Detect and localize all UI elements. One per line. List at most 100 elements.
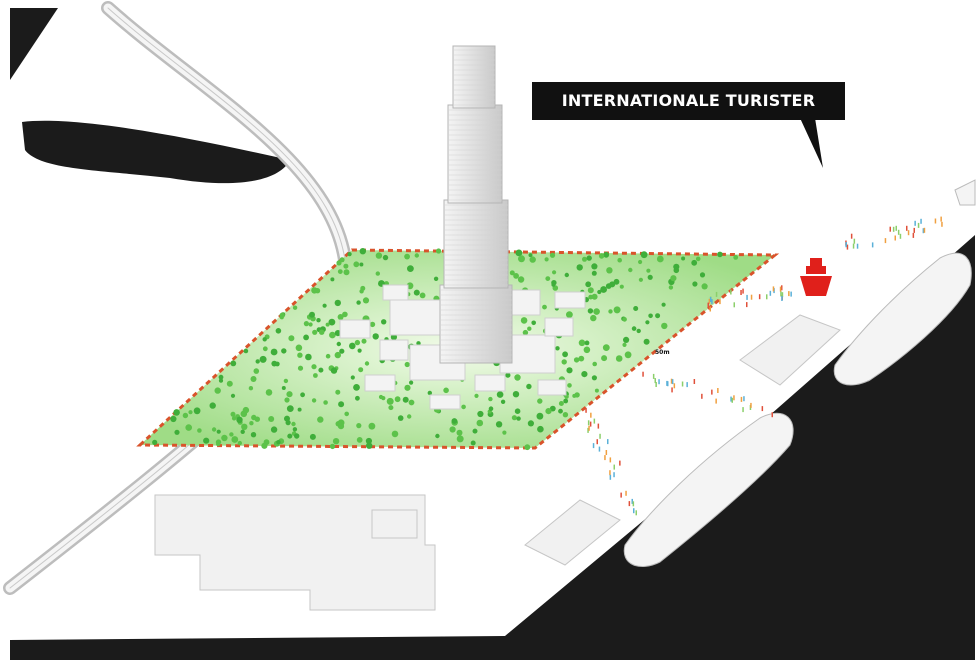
tree (413, 289, 420, 296)
pedestrian (889, 226, 891, 232)
tree (526, 383, 532, 390)
tree (515, 249, 523, 257)
tree (564, 394, 569, 399)
tree (619, 284, 624, 289)
tree (512, 391, 520, 398)
tree (517, 276, 525, 283)
tree (372, 333, 379, 340)
tree (182, 412, 189, 419)
pedestrian (742, 407, 744, 413)
pedestrian (899, 233, 902, 239)
pedestrian (604, 455, 606, 461)
pedestrian (717, 388, 719, 393)
pedestrian (941, 221, 943, 227)
pedestrians (585, 216, 943, 516)
tree (584, 340, 590, 346)
tree (354, 339, 361, 346)
tree (531, 320, 536, 326)
pedestrian (790, 291, 792, 297)
tree (591, 263, 598, 270)
tree (567, 383, 572, 388)
tree (311, 398, 317, 403)
tree (624, 351, 632, 359)
pedestrian (673, 383, 676, 389)
pedestrian (585, 407, 587, 413)
tree (514, 374, 521, 381)
tree (561, 359, 567, 365)
tree (673, 267, 680, 274)
pedestrian (609, 457, 612, 463)
tree (511, 415, 517, 421)
pedestrian (746, 294, 748, 300)
tree (407, 265, 414, 272)
tree (524, 444, 531, 451)
tree (646, 268, 651, 273)
tree (249, 421, 254, 426)
pedestrian (598, 446, 601, 452)
tree (562, 351, 568, 358)
tree (355, 395, 360, 401)
tree (339, 257, 345, 263)
tree (381, 319, 387, 325)
tree (262, 337, 267, 342)
tree (316, 318, 321, 323)
tree (631, 326, 637, 331)
tree (309, 433, 316, 440)
tree (587, 287, 594, 294)
tree (390, 334, 397, 341)
tree (488, 396, 493, 402)
pedestrian (912, 232, 915, 238)
tree (495, 421, 503, 428)
pedestrian (853, 238, 856, 244)
tree (243, 348, 249, 354)
tree (648, 313, 653, 319)
pedestrian (920, 218, 922, 224)
tree (284, 397, 290, 403)
tree (288, 335, 295, 342)
tree (309, 311, 315, 318)
pedestrian (631, 498, 633, 504)
tree (284, 415, 290, 422)
tree (286, 405, 294, 412)
pedestrian (914, 220, 916, 226)
tree (477, 410, 484, 418)
pedestrian (592, 443, 595, 449)
pedestrian (613, 472, 615, 478)
tree (365, 437, 372, 445)
pedestrian (780, 291, 782, 297)
pedestrian (599, 433, 601, 439)
tree (394, 396, 401, 403)
tree (608, 309, 613, 314)
tree (170, 415, 177, 423)
tree (566, 367, 573, 374)
tree (555, 346, 560, 351)
tree (613, 278, 620, 285)
pedestrian (940, 216, 942, 222)
tree (330, 367, 338, 374)
tree (240, 429, 245, 434)
tree (591, 293, 598, 300)
tree (295, 344, 303, 352)
tree (305, 353, 312, 361)
tree (362, 297, 370, 304)
tree (334, 330, 341, 337)
tree (209, 402, 216, 409)
pedestrian (761, 406, 764, 412)
tree (211, 427, 217, 432)
pedestrian (781, 296, 783, 301)
tree (476, 419, 484, 427)
tree (516, 416, 521, 421)
pedestrian (670, 378, 673, 384)
tree (357, 348, 362, 353)
pedestrian (781, 285, 783, 291)
pedestrian (733, 395, 735, 401)
pedestrian (589, 421, 592, 427)
tree (628, 267, 633, 273)
pedestrian (906, 225, 908, 231)
tower-floors (440, 49, 512, 361)
tree (173, 409, 180, 416)
tree (382, 254, 389, 261)
pedestrian (719, 299, 721, 305)
tree (528, 253, 533, 258)
